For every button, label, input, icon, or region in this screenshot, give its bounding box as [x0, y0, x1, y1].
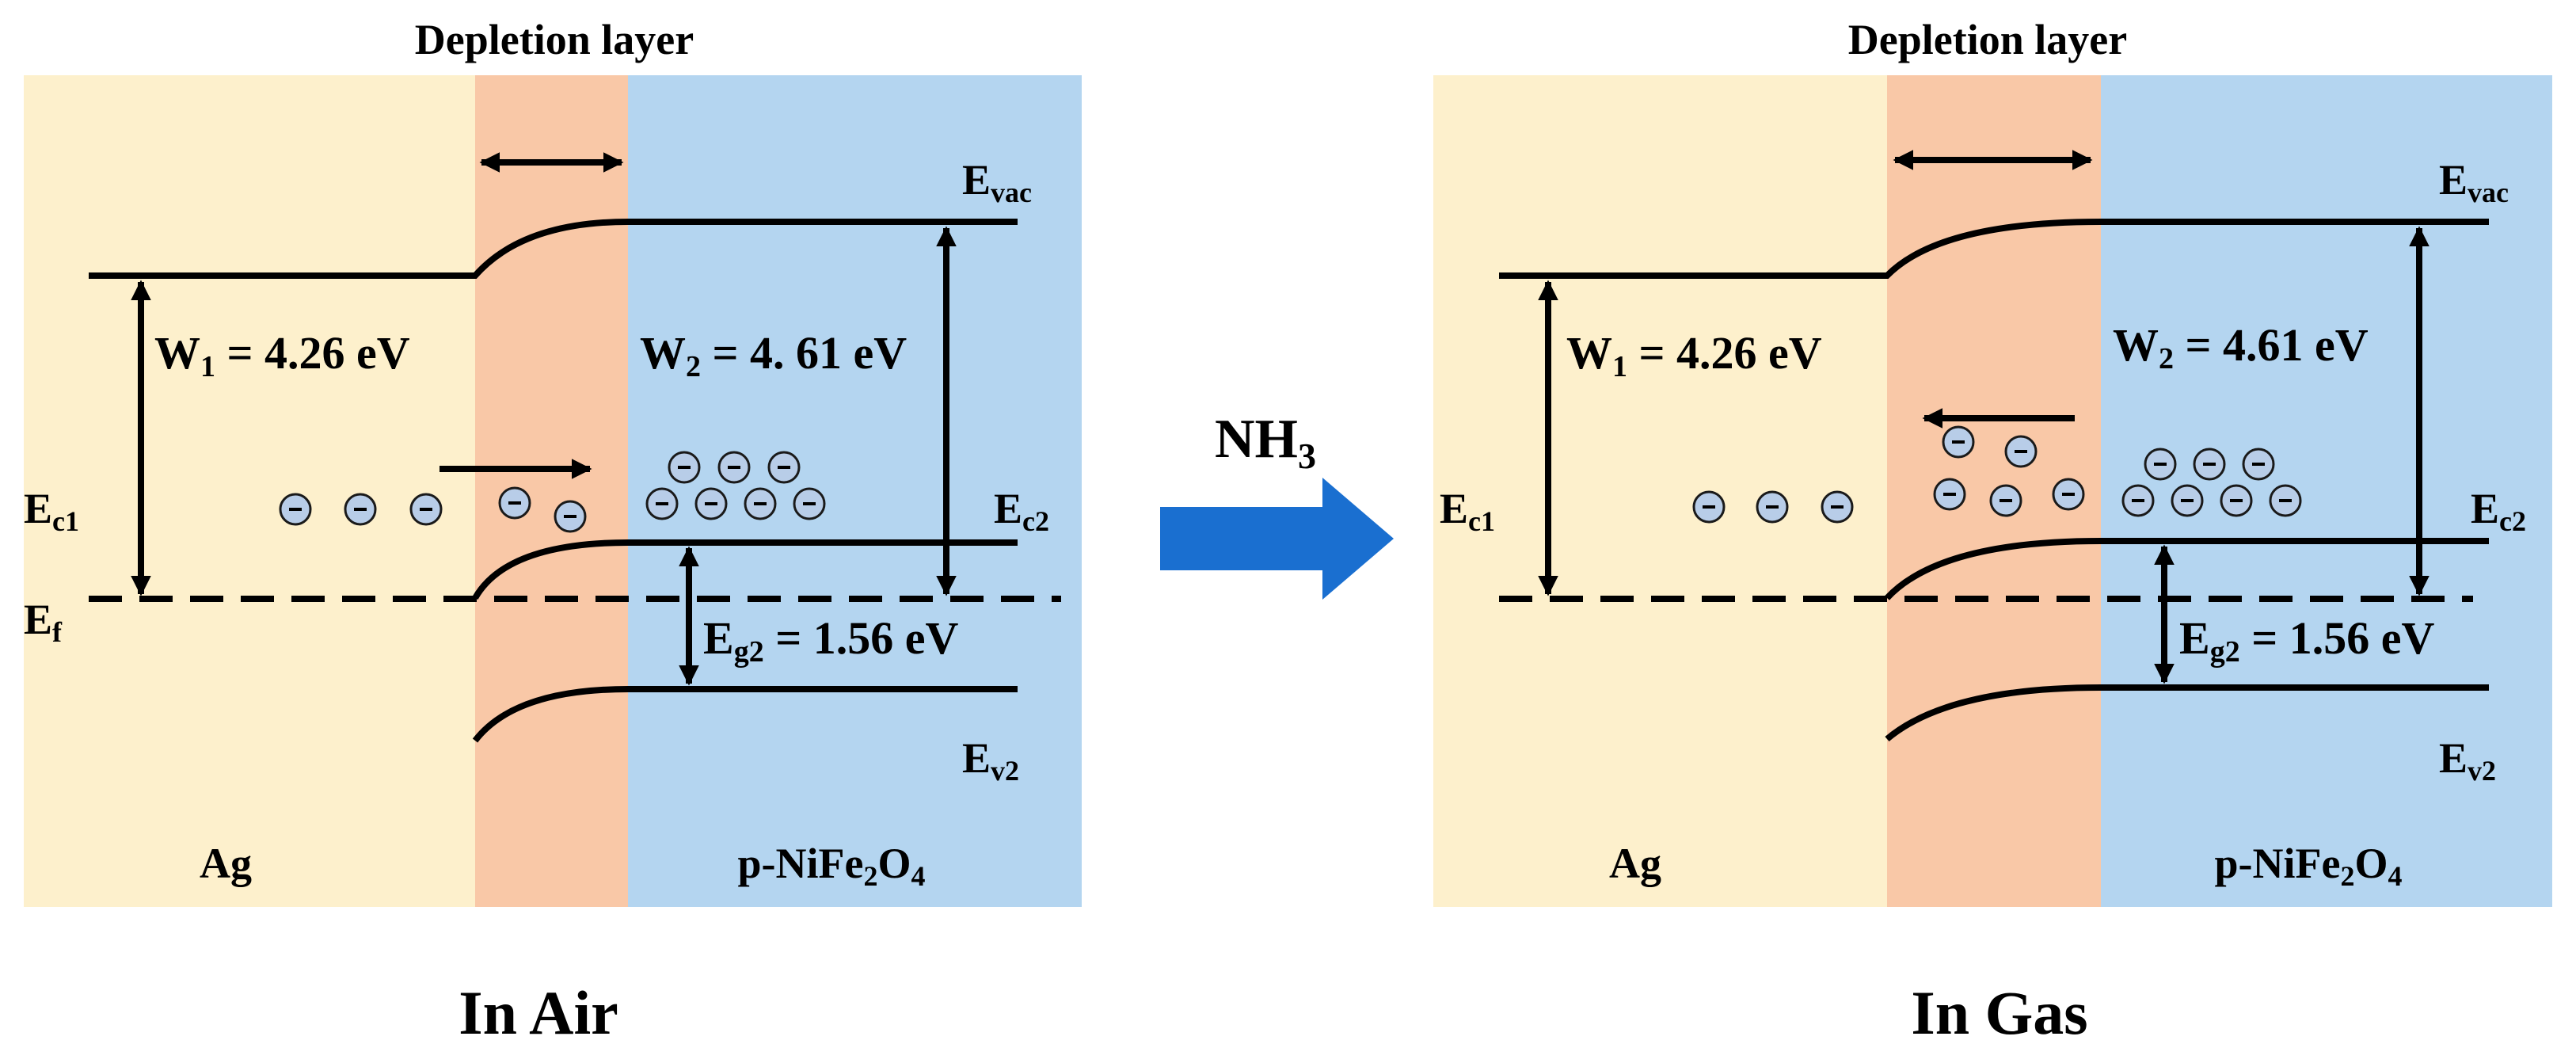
conduction-band-line — [472, 539, 1018, 600]
electron — [2052, 478, 2085, 511]
panel-in-gas: Depletion layer — [1433, 16, 2552, 1047]
electron — [2193, 448, 2226, 481]
electron — [2121, 484, 2155, 517]
conduction-band-line — [1885, 538, 2489, 600]
electron — [409, 493, 443, 526]
w1-label: W1 = 4.26 eV — [1566, 327, 1822, 383]
semiconductor-label: p-NiFe2O4 — [2215, 840, 2403, 892]
electron — [1821, 490, 1854, 524]
electron — [344, 493, 377, 526]
electron — [767, 451, 801, 484]
ev2-label: Ev2 — [2439, 734, 2496, 787]
electrons-metal — [1692, 490, 1854, 524]
transition-arrow-icon — [1160, 478, 1394, 600]
electron — [645, 487, 679, 520]
electron — [1989, 484, 2022, 517]
depletion-layer-title: Depletion layer — [415, 16, 694, 63]
semiconductor-label: p-NiFe2O4 — [738, 840, 926, 892]
electron — [2144, 448, 2177, 481]
depletion-layer-title: Depletion layer — [1848, 16, 2127, 63]
valence-band-line — [1885, 684, 2489, 742]
panel-in-air: Depletion layer — [24, 16, 1082, 1047]
electron — [668, 451, 701, 484]
electron — [2171, 484, 2204, 517]
ec2-label: Ec2 — [2471, 485, 2526, 537]
ec2-label: Ec2 — [994, 485, 1049, 537]
electron — [2269, 484, 2302, 517]
electron — [1692, 490, 1726, 524]
gas-label: NH3 — [1215, 409, 1316, 476]
electron — [744, 487, 777, 520]
electron — [694, 487, 728, 520]
transition: NH3 — [1160, 409, 1394, 600]
evac-label: Evac — [962, 156, 1032, 208]
electrons-metal — [279, 493, 443, 526]
panel-caption: In Gas — [1911, 978, 2087, 1047]
w2-label: W2 = 4.61 eV — [2113, 319, 2369, 375]
electron — [498, 486, 531, 520]
valence-band-line — [472, 686, 1018, 743]
panel-caption: In Air — [459, 978, 618, 1047]
electron — [1933, 478, 1966, 511]
metal-label: Ag — [1609, 840, 1661, 887]
ev2-label: Ev2 — [962, 734, 1019, 787]
eg2-label: Eg2 = 1.56 eV — [703, 612, 958, 669]
electron — [2004, 435, 2038, 468]
ec1-label: Ec1 — [24, 485, 79, 537]
evac-label: Evac — [2439, 156, 2509, 208]
electron — [1942, 425, 1975, 459]
w1-label: W1 = 4.26 eV — [154, 327, 410, 383]
w2-label: W2 = 4. 61 eV — [640, 327, 907, 383]
electron — [717, 451, 751, 484]
electron — [2242, 448, 2275, 481]
electron — [279, 493, 312, 526]
metal-region — [24, 75, 475, 907]
electron — [2220, 484, 2253, 517]
electron — [554, 500, 587, 533]
vacuum-level-line — [1499, 219, 2489, 279]
electron — [793, 487, 826, 520]
electron — [1756, 490, 1789, 524]
metal-label: Ag — [200, 840, 252, 887]
vacuum-level-line — [89, 219, 1018, 279]
depletion-region — [475, 75, 628, 907]
metal-region — [1433, 75, 1887, 907]
eg2-label: Eg2 = 1.56 eV — [2179, 612, 2434, 669]
ef-label: Ef — [24, 596, 63, 648]
ec1-label: Ec1 — [1440, 485, 1495, 537]
